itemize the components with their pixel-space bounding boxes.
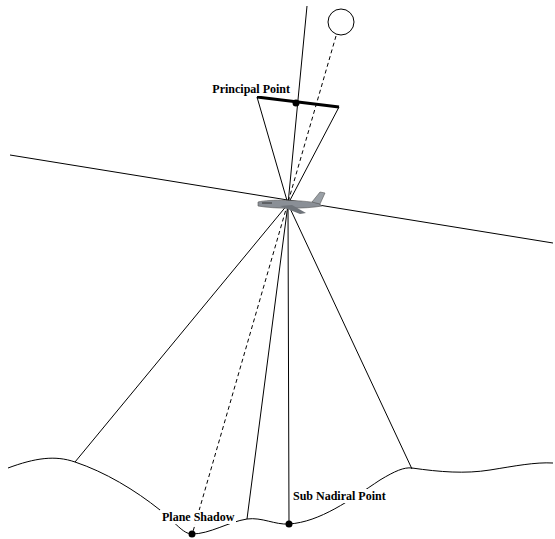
- principal-point-dot: [293, 100, 300, 107]
- flight-line: [10, 155, 553, 243]
- ground-ray: [247, 204, 288, 519]
- aircraft: [258, 192, 325, 214]
- sun: [328, 9, 354, 35]
- sun-ray: [192, 36, 336, 535]
- terrain: [8, 458, 553, 534]
- camera-cone: [288, 107, 339, 204]
- shadow-dot: [189, 531, 196, 538]
- point-label: Sub Nadiral Point: [291, 489, 388, 503]
- camera-cone: [257, 97, 288, 204]
- nadir-line: [288, 204, 289, 524]
- image-plane: [257, 97, 339, 107]
- point-label: Plane Shadow: [160, 510, 236, 524]
- ground-ray: [75, 204, 288, 462]
- ground-ray: [288, 204, 412, 469]
- point-label: Principal Point: [210, 82, 292, 96]
- sub-nadir-dot: [286, 521, 293, 528]
